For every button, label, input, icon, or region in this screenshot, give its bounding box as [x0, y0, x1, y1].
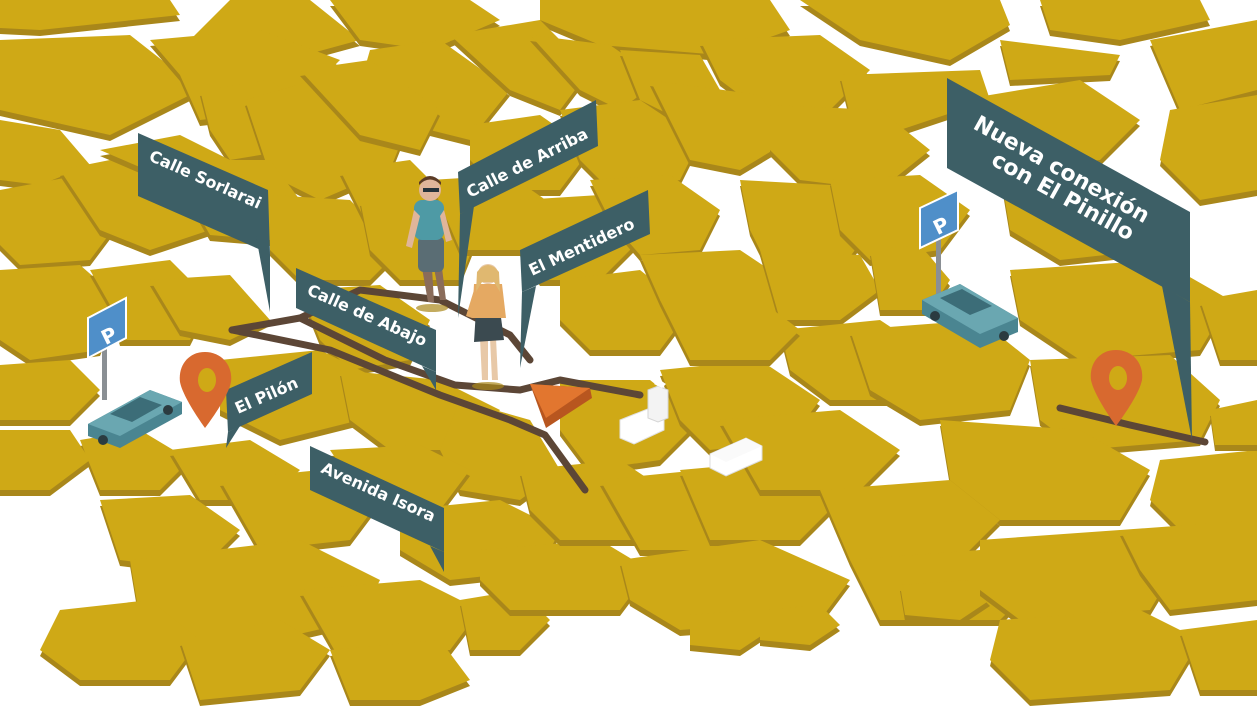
city-block: [1150, 20, 1257, 110]
city-block: [0, 35, 200, 135]
city-block: [1040, 0, 1210, 40]
car-icon: [922, 284, 1018, 348]
city-block: [40, 600, 200, 680]
city-block: [530, 35, 660, 110]
parking-sign-icon: [87, 296, 127, 360]
person-man: [406, 176, 452, 312]
city-block: [480, 540, 650, 610]
route-el-pinillo: [1056, 404, 1209, 446]
city-block: [270, 195, 400, 280]
city-block: [1150, 450, 1257, 540]
pin-el-pilon: [179, 352, 232, 428]
city-block: [180, 620, 330, 700]
city-block: [0, 360, 100, 420]
parking-sign-icon: [919, 188, 959, 250]
direction-arrow-icon: [530, 384, 592, 428]
city-block: [660, 300, 800, 360]
city-block: [1210, 400, 1257, 445]
city-block: [1000, 40, 1120, 80]
city-block: [0, 0, 180, 30]
city-block: [1200, 290, 1257, 360]
city-block: [760, 605, 840, 645]
city-block: [1010, 260, 1230, 360]
city-block: [300, 580, 480, 660]
city-block: [760, 250, 880, 320]
map-pin-icon: [179, 352, 232, 428]
person-woman: [466, 264, 506, 390]
city-block: [1160, 95, 1257, 200]
city-block: [80, 430, 190, 490]
city-block: [940, 420, 1150, 520]
city-block: [800, 0, 1010, 60]
city-block: [300, 60, 440, 150]
city-block: [330, 640, 470, 700]
city-block: [150, 275, 270, 340]
person-icon: [466, 264, 506, 390]
city-block: [770, 105, 930, 190]
city-block: [700, 35, 870, 110]
city-block: [870, 245, 950, 310]
city-block: [720, 410, 900, 490]
car-icon: [88, 390, 182, 448]
building-church: [619, 380, 669, 445]
person-icon: [406, 176, 452, 312]
city-block: [820, 480, 1000, 560]
city-block: [900, 580, 990, 620]
car-left: [88, 390, 182, 448]
parking-sign-left: P: [87, 296, 127, 400]
pin-el-pinillo: [1090, 350, 1143, 426]
city-block: [650, 80, 790, 170]
route-calle-sorlarai: [228, 326, 589, 494]
city-block: [1180, 620, 1257, 690]
map-pin-icon: [1090, 350, 1143, 426]
car-right: [922, 284, 1018, 348]
city-block: [0, 430, 90, 490]
city-block: [590, 175, 720, 255]
landmark-buildings: [619, 380, 763, 477]
building-block: [709, 437, 763, 477]
parking-sign-right: P: [919, 188, 959, 294]
city-block: [990, 610, 1200, 700]
city-block: [690, 610, 770, 650]
city-block: [1120, 520, 1257, 610]
